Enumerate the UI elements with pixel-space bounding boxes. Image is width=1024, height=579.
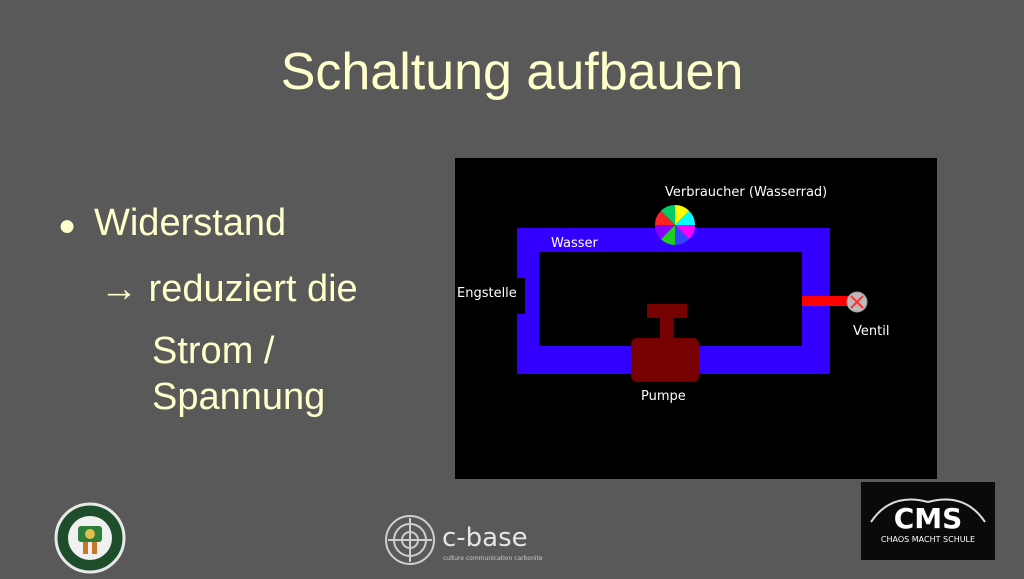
slide-title: Schaltung aufbauen: [280, 43, 744, 101]
bullet-subitem-line2: Spannung: [152, 376, 326, 418]
cms-wordmark: CMS: [894, 502, 963, 535]
c-base-tagline: culture communication carbonite: [443, 555, 543, 562]
label-pump: Pumpe: [641, 389, 686, 404]
valve-icon: [846, 291, 868, 313]
label-water: Wasser: [551, 236, 599, 251]
c-base-wordmark: c-base: [442, 523, 528, 553]
label-consumer: Verbraucher (Wasserrad): [665, 185, 827, 200]
diagram-svg: Verbraucher (Wasserrad) Wasser Engstelle…: [457, 185, 889, 404]
valve-pipe: [802, 296, 850, 306]
cms-tagline: CHAOS MACHT SCHULE: [881, 535, 975, 544]
label-valve: Ventil: [853, 324, 889, 339]
constriction-gap: [517, 278, 525, 314]
water-pipe: [517, 228, 830, 374]
label-constriction: Engstelle: [457, 286, 517, 301]
water-wheel-icon: [655, 205, 695, 245]
water-circuit-diagram: Verbraucher (Wasserrad) Wasser Engstelle…: [455, 158, 937, 479]
pump-icon: [631, 304, 699, 382]
bullet-subitem-reduziert: → reduziert die: [100, 268, 358, 310]
bullet-subitem-strom-spannung: Strom / Spannung: [152, 328, 392, 420]
bullet-item-widerstand: ● Widerstand: [58, 198, 286, 251]
bullet-subitem-line1: Strom /: [152, 330, 275, 372]
hackerspace-logo: [52, 502, 128, 579]
constriction-inner: [525, 282, 531, 310]
c-base-logo: c-base culture communication carbonite: [382, 510, 550, 577]
bullet-marker: ●: [58, 209, 77, 242]
chaos-macht-schule-logo: CMS CHAOS MACHT SCHULE: [861, 482, 995, 565]
bullet-text: Widerstand: [94, 202, 287, 244]
